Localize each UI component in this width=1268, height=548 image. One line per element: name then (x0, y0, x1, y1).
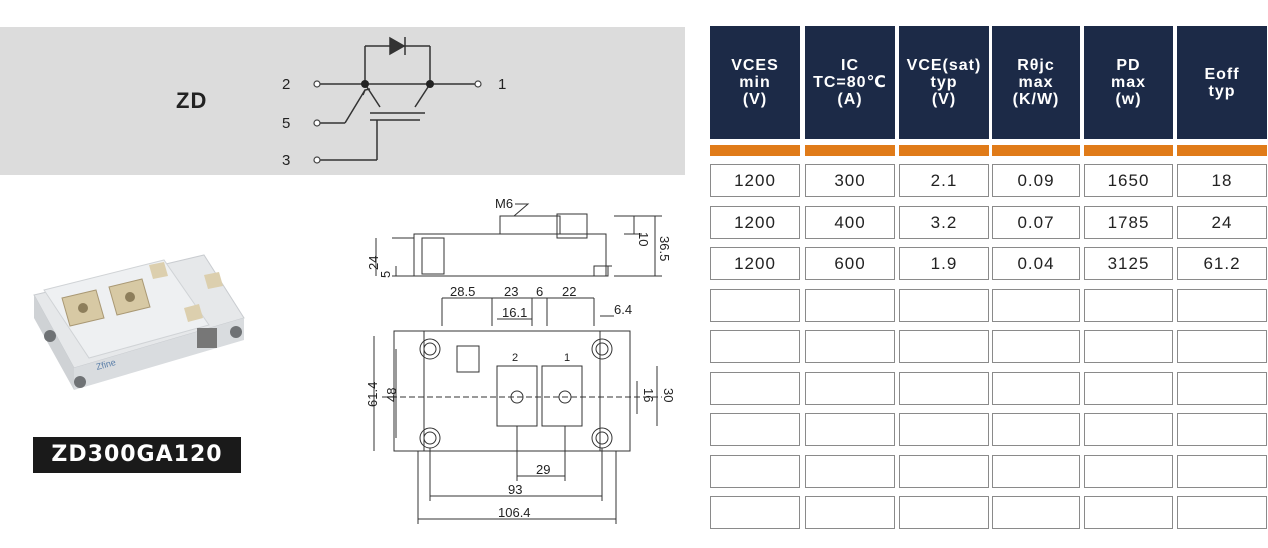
dim-30: 30 (661, 388, 676, 402)
table-cell (1177, 413, 1267, 446)
circuit-schematic: 2 1 5 3 (282, 36, 506, 169)
table-cell: 1200 (710, 205, 800, 239)
table-cell: 0.09 (992, 164, 1080, 197)
table-cell (1084, 288, 1173, 322)
accent-stripe (1084, 145, 1173, 156)
table-cell (899, 288, 989, 322)
pin-label-2: 2 (282, 76, 290, 93)
table-cell: 1200 (710, 164, 800, 197)
table-cell: 1650 (1084, 164, 1173, 197)
junction-dot-left (361, 80, 369, 88)
pin-label-5: 5 (282, 115, 290, 132)
table-cell (805, 288, 895, 322)
table-cell (710, 371, 800, 405)
table-cell: 1.9 (899, 247, 989, 280)
accent-stripe (899, 145, 989, 156)
product-photo: Zfine (33, 254, 245, 390)
accent-stripe (805, 145, 895, 156)
dim-16: 16 (641, 388, 656, 402)
dim-29: 29 (536, 462, 550, 477)
table-cell: 1200 (710, 247, 800, 280)
table-cell (805, 371, 895, 405)
part-number-label: ZD300GA120 (33, 437, 241, 473)
table-cell (992, 413, 1080, 446)
accent-stripe (992, 145, 1080, 156)
table-cell (899, 330, 989, 363)
table-cell (992, 454, 1080, 488)
header-eoff: Eoff typ (1177, 26, 1267, 139)
table-cell (1084, 330, 1173, 363)
dim-36-5: 36.5 (657, 236, 672, 261)
table-cell (992, 496, 1080, 529)
qr-code (197, 328, 217, 348)
table-cell: 24 (1177, 205, 1267, 239)
header-vcesat: VCE(sat) typ (V) (899, 26, 989, 139)
module-code: ZD (176, 88, 208, 113)
table-cell (1084, 371, 1173, 405)
terminal-label-2: 2 (512, 352, 518, 364)
table-cell (1177, 454, 1267, 488)
mechanical-drawing: M6 10 36.5 24 5 28.5 23 6 22 16.1 6.4 61… (365, 196, 676, 524)
table-cell: 1785 (1084, 205, 1173, 239)
accent-stripe (710, 145, 800, 156)
dim-23: 23 (504, 284, 518, 299)
dim-16-1: 16.1 (502, 305, 527, 320)
table-cell: 0.04 (992, 247, 1080, 280)
table-cell (992, 371, 1080, 405)
dim-24: 24 (366, 256, 381, 270)
dim-10: 10 (636, 232, 651, 246)
pin-label-1: 1 (498, 76, 506, 93)
table-cell (899, 496, 989, 529)
table-cell (805, 413, 895, 446)
table-cell: 61.2 (1177, 247, 1267, 280)
dim-28-5: 28.5 (450, 284, 475, 299)
dim-93: 93 (508, 482, 522, 497)
table-cell: 2.1 (899, 164, 989, 197)
table-cell (899, 371, 989, 405)
table-cell: 300 (805, 164, 895, 197)
dim-48: 48 (384, 388, 399, 402)
table-cell (899, 413, 989, 446)
dim-6: 6 (536, 284, 543, 299)
table-cell (992, 330, 1080, 363)
header-vces: VCES min (V) (710, 26, 800, 139)
table-cell: 0.07 (992, 205, 1080, 239)
table-cell (710, 330, 800, 363)
table-cell (1177, 496, 1267, 529)
dim-106-4: 106.4 (498, 505, 531, 520)
table-cell (1177, 288, 1267, 322)
table-cell: 18 (1177, 164, 1267, 197)
table-cell (1177, 371, 1267, 405)
table-cell (710, 413, 800, 446)
table-cell (805, 496, 895, 529)
dim-61-4: 61.4 (365, 382, 380, 407)
table-cell: 400 (805, 205, 895, 239)
table-cell (1084, 413, 1173, 446)
header-ic: IC TC=80℃ (A) (805, 26, 895, 139)
dim-thread: M6 (495, 196, 513, 211)
table-cell (1084, 496, 1173, 529)
table-cell (992, 288, 1080, 322)
header-pd: PD max (w) (1084, 26, 1173, 139)
table-cell (805, 454, 895, 488)
terminal-label-1: 1 (564, 352, 570, 364)
table-cell (710, 454, 800, 488)
table-cell: 3125 (1084, 247, 1173, 280)
module-header-band (0, 27, 685, 175)
table-cell (1177, 330, 1267, 363)
table-cell (710, 288, 800, 322)
table-cell: 600 (805, 247, 895, 280)
dim-22: 22 (562, 284, 576, 299)
accent-stripe (1177, 145, 1267, 156)
table-cell (899, 454, 989, 488)
table-cell (710, 496, 800, 529)
dim-5: 5 (378, 271, 393, 278)
pin-label-3: 3 (282, 152, 290, 169)
header-rthjc: Rθjc max (K/W) (992, 26, 1080, 139)
table-cell (805, 330, 895, 363)
dim-6-4: 6.4 (614, 302, 632, 317)
junction-dot-right (426, 80, 434, 88)
table-cell (1084, 454, 1173, 488)
table-cell: 3.2 (899, 205, 989, 239)
